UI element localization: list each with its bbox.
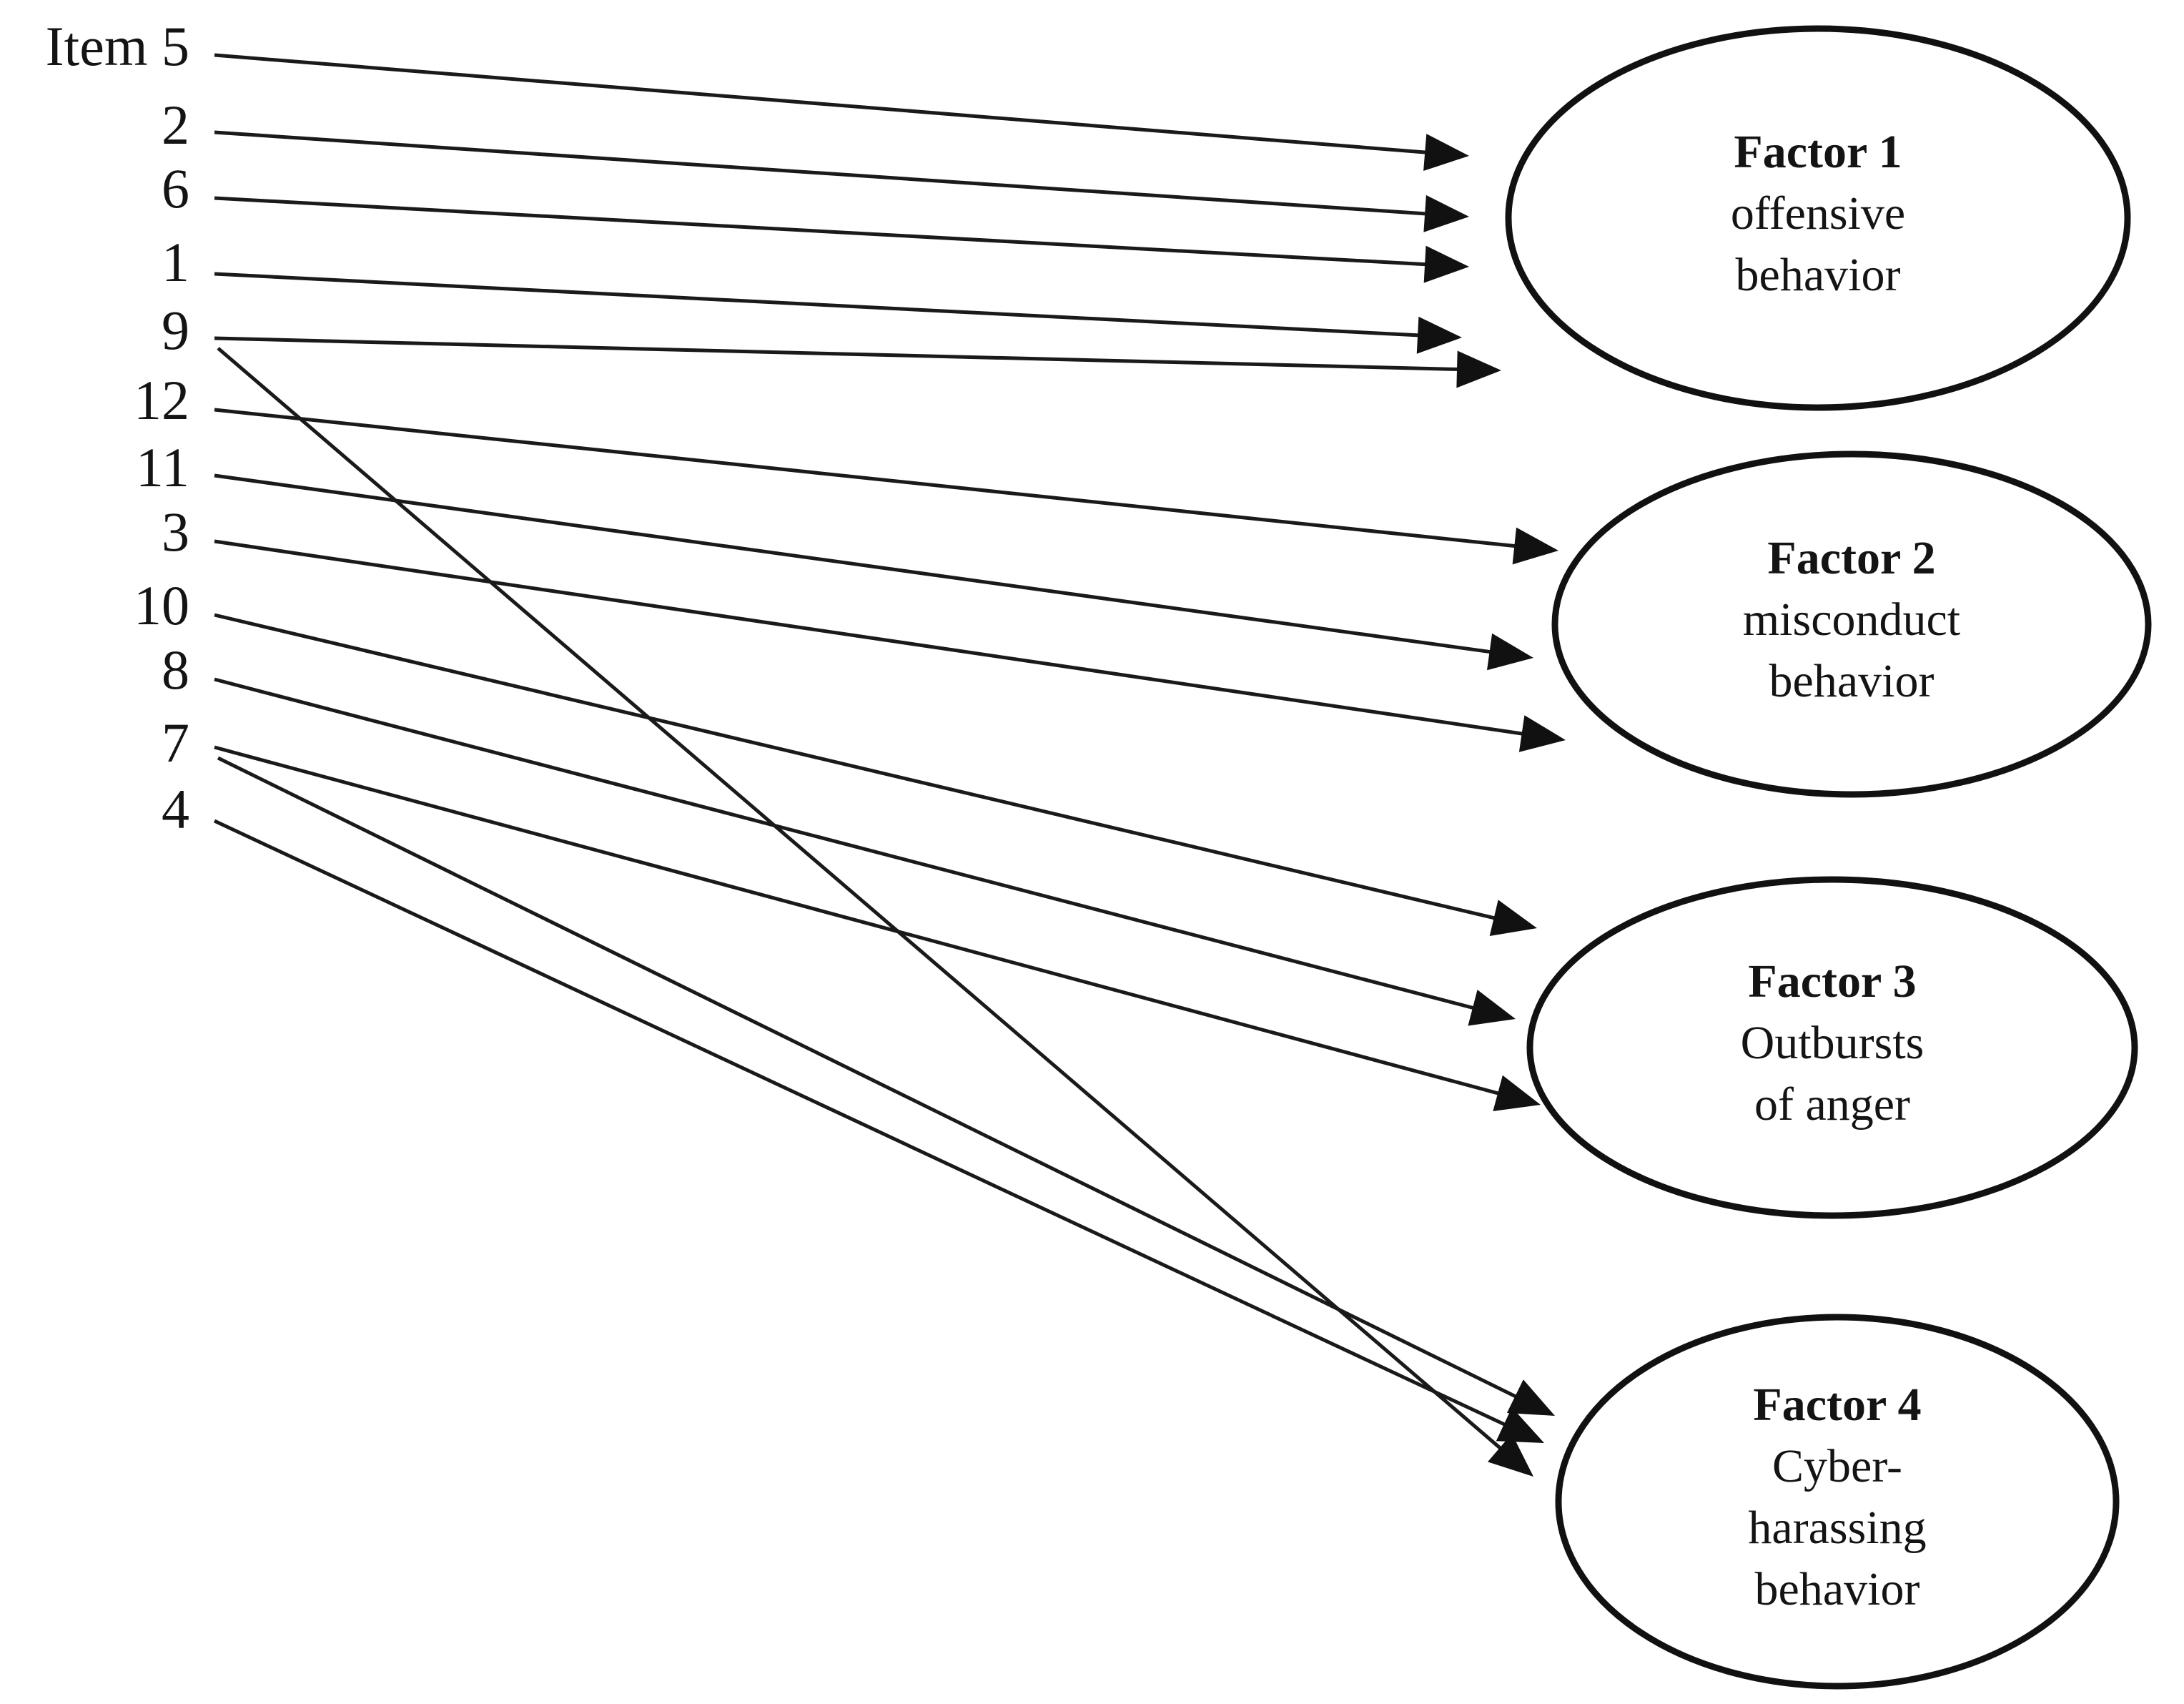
factor-title-1: Factor 1: [1734, 126, 1902, 178]
factor-ellipse-1[interactable]: [1505, 25, 2131, 411]
loading-line: [214, 473, 1494, 654]
factor-ellipse-3[interactable]: [1526, 876, 2138, 1219]
loading-arrow: [214, 408, 1558, 565]
item-label-item4[interactable]: 4: [162, 778, 189, 840]
arrowhead-icon: [1468, 990, 1516, 1026]
item-label-item10[interactable]: 10: [134, 574, 189, 636]
loading-line: [214, 613, 1499, 921]
loading-arrow: [214, 272, 1462, 354]
arrowhead-icon: [1488, 1433, 1533, 1477]
loading-line: [214, 53, 1430, 155]
arrowhead-icon: [1456, 350, 1501, 388]
factor-description-line-3-1: Outbursts: [1741, 1017, 1924, 1069]
arrowhead-icon: [1493, 1075, 1541, 1111]
factor-ellipse-2[interactable]: [1551, 450, 2152, 798]
loading-arrow: [214, 130, 1469, 232]
loading-arrow: [214, 473, 1533, 671]
loading-arrow: [214, 539, 1566, 752]
item-label-item3[interactable]: 3: [162, 501, 189, 563]
loading-line: [214, 408, 1519, 548]
arrowhead-icon: [1489, 900, 1537, 937]
loading-arrow: [214, 336, 1501, 388]
arrowhead-icon: [1423, 194, 1469, 232]
factor-title-2: Factor 2: [1767, 532, 1935, 584]
item-label-item1[interactable]: 1: [162, 231, 189, 293]
loading-line: [214, 539, 1526, 737]
factor-description-line-4-1: Cyber-: [1772, 1440, 1902, 1492]
arrowhead-icon: [1423, 245, 1469, 283]
loading-line: [214, 272, 1423, 338]
loading-arrow: [214, 196, 1469, 283]
item-label-item12[interactable]: 12: [134, 369, 189, 431]
loading-line: [214, 336, 1462, 372]
arrowhead-icon: [1506, 1379, 1555, 1416]
factor-description-line-1-2: behavior: [1736, 249, 1901, 301]
arrowhead-icon: [1416, 316, 1462, 354]
loading-arrow: [214, 677, 1516, 1026]
factor-description-line-3-2: of anger: [1754, 1078, 1910, 1131]
loading-arrow: [214, 613, 1537, 937]
item-label-item5[interactable]: Item 5: [46, 15, 189, 77]
arrowhead-icon: [1518, 715, 1566, 752]
loading-arrow: [217, 347, 1533, 1477]
arrow-layer: [213, 53, 1566, 1477]
factor-description-line-4-3: behavior: [1755, 1563, 1920, 1615]
loading-arrow: [214, 53, 1469, 171]
loading-arrow: [214, 745, 1541, 1111]
loading-arrow: [217, 756, 1555, 1416]
factor-ellipse-layer: [1505, 25, 2152, 1690]
item-label-item11[interactable]: 11: [136, 436, 189, 498]
item-label-item7[interactable]: 7: [162, 711, 189, 774]
loading-line: [214, 745, 1503, 1096]
factor-description-line-2-1: misconduct: [1743, 594, 1960, 646]
item-label-item6[interactable]: 6: [162, 157, 189, 220]
loading-line: [213, 819, 1509, 1428]
loading-line: [214, 196, 1430, 267]
arrowhead-icon: [1423, 134, 1469, 171]
loading-line: [217, 756, 1520, 1400]
loading-line: [217, 347, 1505, 1452]
factor-ellipse-4[interactable]: [1555, 1314, 2120, 1690]
loading-line: [214, 677, 1478, 1011]
arrowhead-icon: [1487, 633, 1533, 671]
factor-title-4: Factor 4: [1753, 1379, 1921, 1431]
factor-description-line-1-1: offensive: [1731, 187, 1905, 240]
loading-arrow: [213, 819, 1544, 1443]
arrowhead-icon: [1496, 1407, 1544, 1443]
loading-line: [214, 130, 1430, 216]
factor-description-line-4-2: harassing: [1748, 1502, 1926, 1554]
factor-description-line-2-2: behavior: [1769, 655, 1935, 707]
factor-title-3: Factor 3: [1748, 955, 1916, 1008]
arrowhead-icon: [1512, 527, 1558, 565]
item-label-item8[interactable]: 8: [162, 639, 189, 701]
item-label-item2[interactable]: 2: [162, 94, 189, 156]
item-label-item9[interactable]: 9: [162, 299, 189, 361]
